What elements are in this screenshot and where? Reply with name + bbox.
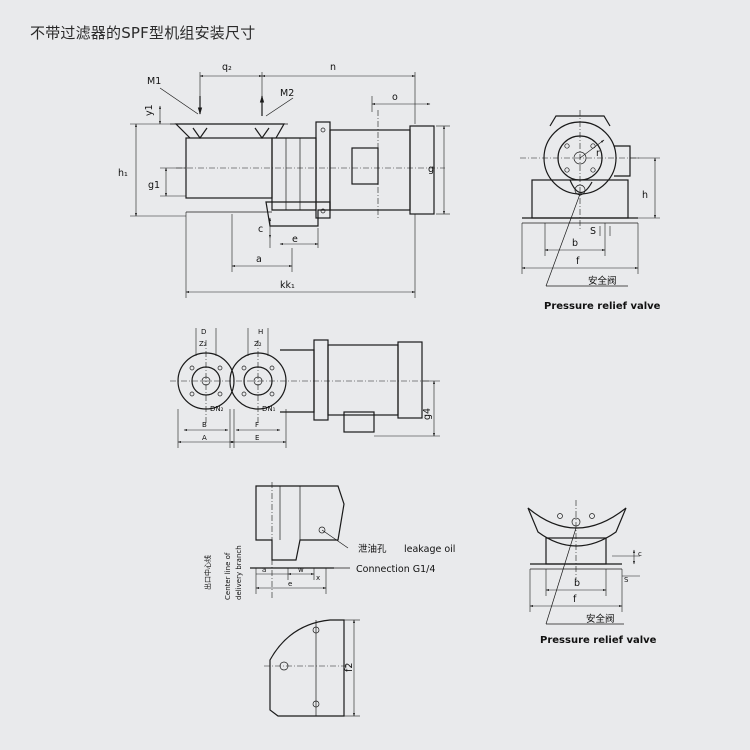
label-c-2: c: [638, 550, 642, 558]
foot-outline: [269, 619, 345, 717]
label-r: r: [596, 148, 600, 159]
label-f-2: f: [573, 594, 577, 605]
mounting-foot: [265, 201, 331, 227]
detail-view: 泄油孔 leakage oil Connection G1/4 出口中心线 Ce…: [203, 482, 455, 600]
label-dn-left: DN₂: [210, 405, 224, 413]
label-e-detail: e: [288, 580, 292, 588]
valve2-label-en: Pressure relief valve: [540, 635, 657, 646]
label-f2: f2: [344, 663, 355, 672]
label-a-top: A: [202, 434, 207, 442]
port-m2: [254, 127, 270, 140]
label-f-top: F: [255, 421, 259, 429]
detail-casing: [255, 485, 345, 561]
label-q2: q₂: [222, 62, 232, 73]
relief-valve-body: [569, 179, 593, 194]
label-m2: M2: [280, 88, 294, 99]
label-b: b: [572, 238, 578, 249]
port-m1: [192, 127, 208, 140]
label-s: S: [590, 226, 596, 237]
label-e-top: E: [255, 434, 259, 442]
leakage-label-cn: 泄油孔: [358, 543, 387, 555]
top-fan-cover: [397, 341, 423, 419]
label-g1: g1: [148, 180, 160, 191]
label-h: h: [642, 190, 648, 201]
page-title: 不带过滤器的SPF型机组安装尺寸: [30, 24, 256, 42]
end-side-port: [614, 145, 631, 177]
valve-label-en: Pressure relief valve: [544, 301, 661, 312]
label-f: f: [576, 256, 580, 267]
label-x: x: [316, 574, 320, 582]
label-y1: y1: [144, 104, 155, 116]
label-n: n: [330, 62, 336, 73]
side-view: M1 M2 q₂ n o y1 h₁ g1: [118, 62, 450, 298]
bearing-bracket: [271, 137, 317, 211]
label-c: c: [258, 224, 263, 235]
label-a-detail: a: [262, 566, 266, 574]
label-s-2: S: [624, 576, 629, 584]
label-k: kk₁: [280, 280, 295, 291]
top-view: D Z₂ H Z₂ DN₂ DN₁ B A F E g4: [170, 328, 440, 448]
terminal-box: [351, 147, 379, 185]
top-motor: [327, 344, 399, 416]
valve2-label-cn: 安全阀: [586, 613, 615, 625]
pump-top-flange: [174, 123, 286, 139]
end-view: r h S b f 安全阀 Pressure relief valve: [520, 110, 661, 312]
center-line-en-2: delivery branch: [235, 545, 243, 600]
label-dn-right: DN₁: [262, 405, 276, 413]
label-e: e: [292, 234, 298, 245]
label-h1: h₁: [118, 168, 128, 179]
label-b-2: b: [574, 578, 580, 589]
top-coupling: [313, 339, 329, 421]
foot-view: f2: [264, 619, 360, 717]
end-view-2: c S b f 安全阀 Pressure relief valve: [527, 500, 657, 646]
valve-label-cn: 安全阀: [588, 275, 617, 287]
center-line-en-1: Center line of: [224, 552, 232, 600]
label-b-top: B: [202, 421, 207, 429]
end2-saddle: [527, 507, 627, 547]
label-w: w: [298, 566, 304, 574]
label-g: g: [428, 164, 434, 175]
label-z2-left: Z₂: [199, 340, 207, 348]
label-m1: M1: [147, 76, 161, 87]
leakage-label-en: leakage oil: [404, 544, 455, 555]
label-z2-right: Z₂: [254, 340, 262, 348]
label-d: D: [201, 328, 206, 336]
label-g4: g4: [422, 408, 433, 420]
label-h-top: H: [258, 328, 263, 336]
motor-fan-cover: [409, 125, 435, 215]
label-o: o: [392, 92, 398, 103]
center-line-cn: 出口中心线: [203, 555, 212, 590]
coupling-flange: [315, 121, 331, 219]
top-terminal-box: [343, 411, 375, 433]
motor-body: [329, 129, 411, 211]
connection-label: Connection G1/4: [356, 564, 435, 575]
label-a: a: [256, 254, 262, 265]
